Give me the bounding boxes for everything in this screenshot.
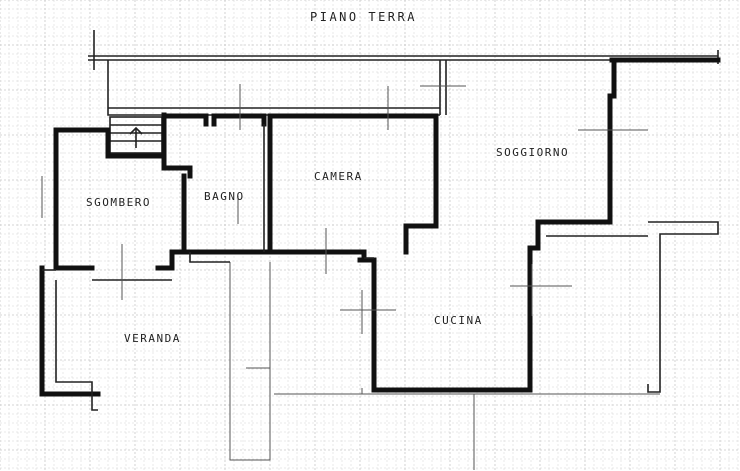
room-label-bagno: BAGNO <box>204 190 245 203</box>
dimension-crosses <box>41 84 648 334</box>
room-labels: SGOMBERO BAGNO CAMERA SOGGIORNO VERANDA … <box>86 146 569 345</box>
drawing-title: PIANO TERRA <box>310 10 417 24</box>
room-label-cucina: CUCINA <box>434 314 483 327</box>
room-label-sgombero: SGOMBERO <box>86 196 151 209</box>
room-label-veranda: VERANDA <box>124 332 181 345</box>
room-label-soggiorno: SOGGIORNO <box>496 146 569 159</box>
interior-walls <box>39 112 439 411</box>
room-label-camera: CAMERA <box>314 170 363 183</box>
outer-walls <box>88 30 721 470</box>
